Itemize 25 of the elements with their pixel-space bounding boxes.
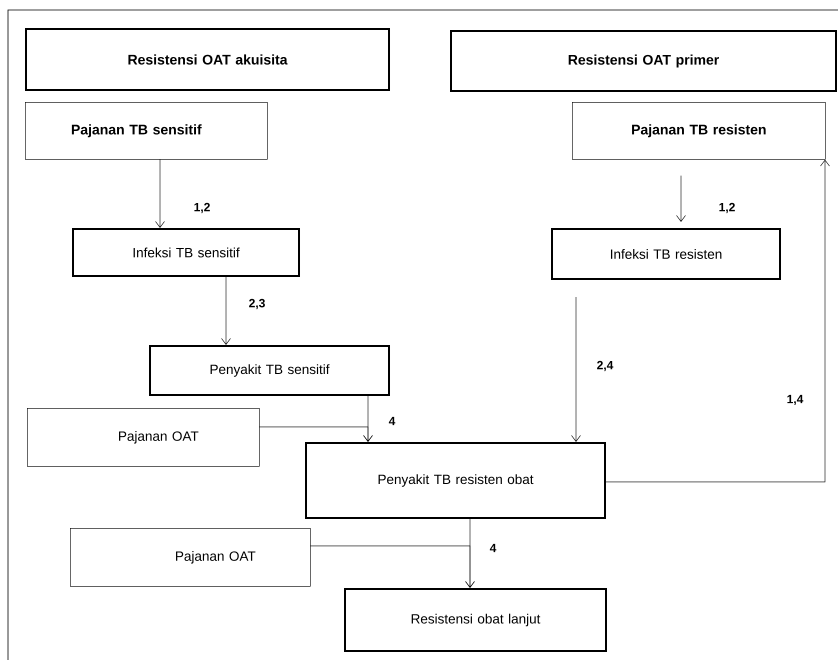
arrow <box>259 426 373 442</box>
process-box: Pajanan TB resisten <box>572 102 826 160</box>
edge-label: 4 <box>490 544 496 552</box>
arrow <box>606 160 830 482</box>
process-box: Infeksi TB resisten <box>551 228 781 280</box>
arrow <box>310 546 475 588</box>
process-box: Resistensi obat lanjut <box>344 588 607 652</box>
edge-label: 1,2 <box>719 202 735 214</box>
edge-label: 2,4 <box>597 360 614 372</box>
edge-label: 1,2 <box>194 202 210 214</box>
edge-label: 1,4 <box>787 394 804 406</box>
process-box: Pajanan OAT <box>27 408 260 467</box>
process-box: Pajanan OAT <box>70 528 311 587</box>
heading-box: Resistensi OAT akuisita <box>25 28 390 91</box>
arrow <box>676 175 686 222</box>
process-box: Penyakit TB resisten obat <box>305 442 606 519</box>
edge-label: 2,3 <box>249 298 265 310</box>
arrow <box>571 296 581 442</box>
process-box: Pajanan TB sensitif <box>25 102 268 160</box>
arrow <box>221 276 231 345</box>
heading-box: Resistensi OAT primer <box>450 30 837 92</box>
arrow <box>155 159 165 228</box>
process-box: Infeksi TB sensitif <box>72 228 300 277</box>
edge-label: 4 <box>388 416 396 426</box>
process-box: Penyakit TB sensitif <box>149 344 390 396</box>
